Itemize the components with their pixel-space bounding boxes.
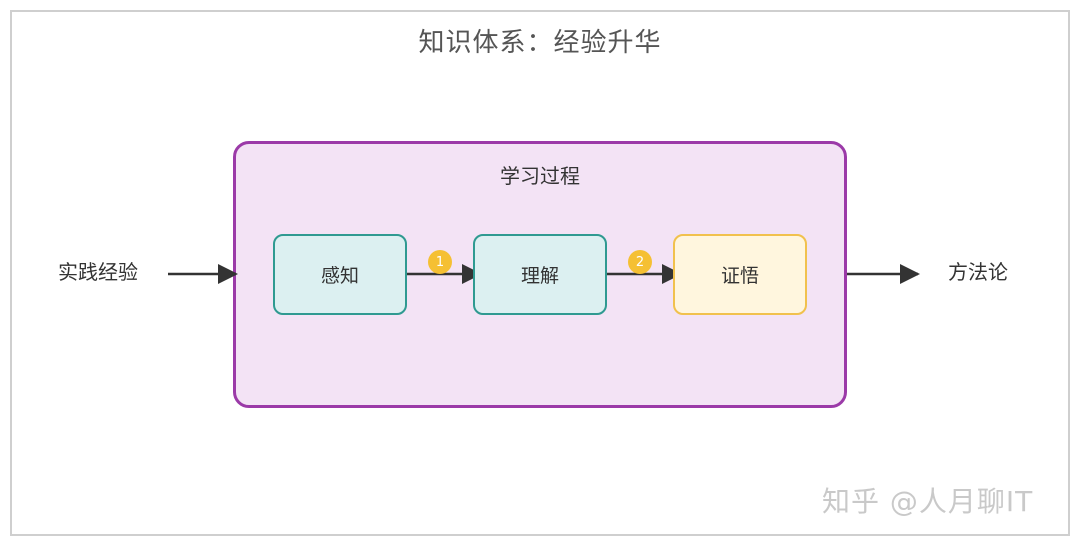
- step-badge-1: 1: [428, 250, 452, 274]
- step-label: 理解: [520, 265, 559, 287]
- diagram-title: 知识体系：经验升华: [418, 28, 662, 58]
- input-label: 实践经验: [58, 260, 138, 284]
- step-badge-2: 2: [628, 250, 652, 274]
- step-perception-node: 感知: [273, 234, 407, 315]
- output-label: 方法论: [948, 260, 1008, 284]
- step-label: 感知: [320, 265, 359, 287]
- watermark: 知乎 @人月聊IT: [822, 485, 1034, 518]
- step-understanding-node: 理解: [473, 234, 607, 315]
- step-label: 证悟: [720, 265, 759, 287]
- group-title: 学习过程: [500, 164, 580, 188]
- step-realization-node: 证悟: [673, 234, 807, 315]
